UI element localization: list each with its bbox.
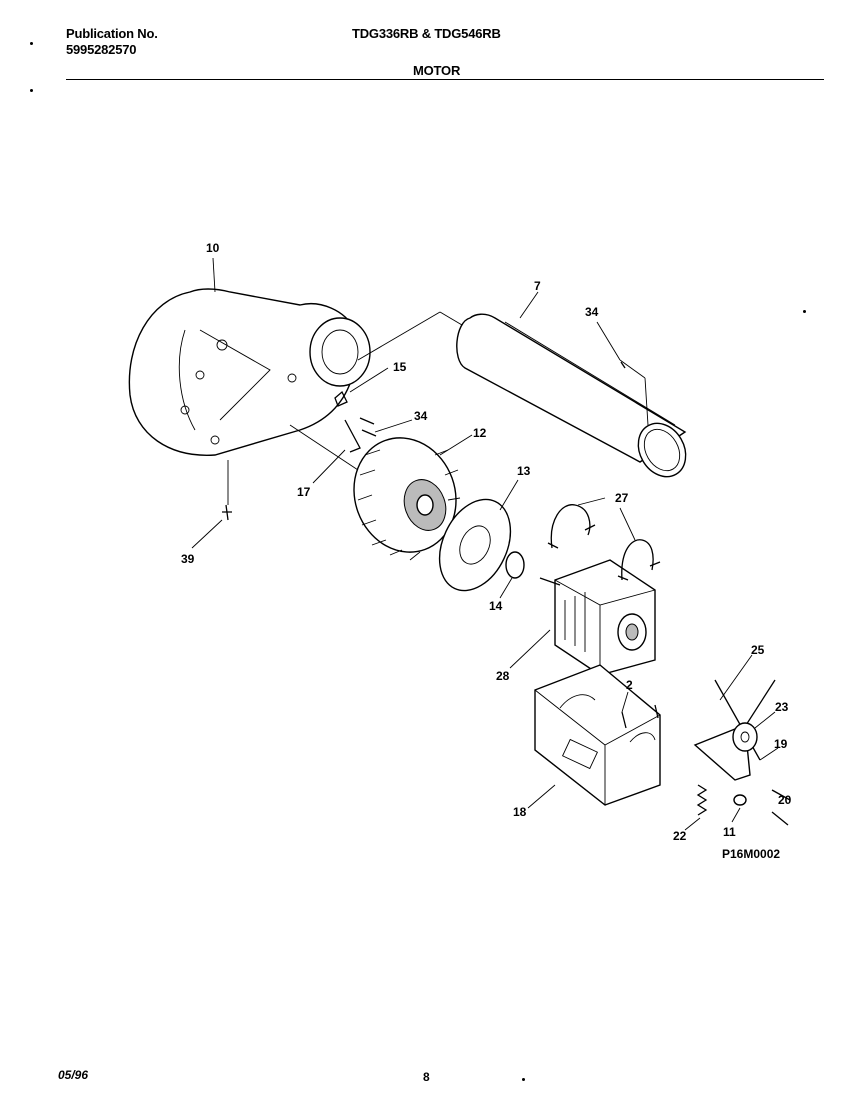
blower-housing	[128, 288, 371, 456]
footer-date: 05/96	[58, 1068, 89, 1082]
margin-dot	[30, 89, 33, 92]
publication-label: Publication No.	[66, 26, 158, 41]
idler-spring	[696, 784, 708, 816]
margin-dot	[803, 310, 806, 313]
page-number: 8	[423, 1070, 430, 1084]
callout-20: 20	[778, 793, 792, 807]
motor-clamps	[547, 504, 661, 581]
idler-assembly	[693, 679, 776, 781]
header-rule	[66, 79, 824, 80]
callout-27: 27	[615, 491, 629, 505]
callout-39: 39	[181, 552, 195, 566]
bearing	[505, 551, 525, 579]
callout-14: 14	[489, 599, 503, 613]
callout-12: 12	[473, 426, 487, 440]
section-title: MOTOR	[413, 63, 461, 78]
callout-34a: 34	[585, 305, 599, 319]
wheel-plate	[438, 498, 512, 592]
margin-dot	[30, 42, 33, 45]
callout-23: 23	[775, 700, 789, 714]
callout-11: 11	[723, 825, 736, 839]
callout-2: 2	[626, 678, 633, 692]
callout-10: 10	[206, 241, 220, 255]
callout-13: 13	[517, 464, 531, 478]
callout-34b: 34	[414, 409, 428, 423]
hardware	[222, 361, 791, 826]
callout-22: 22	[673, 829, 687, 843]
exhaust-duct	[456, 313, 687, 478]
callout-7: 7	[534, 279, 541, 293]
callout-18: 18	[513, 805, 527, 819]
callout-19: 19	[774, 737, 788, 751]
model-numbers: TDG336RB & TDG546RB	[352, 26, 501, 41]
publication-number: 5995282570	[66, 42, 137, 57]
margin-dot	[522, 1078, 525, 1081]
figure-code: P16M0002	[722, 847, 780, 861]
blower-wheel	[353, 437, 461, 561]
motor	[539, 559, 656, 676]
callout-25: 25	[751, 643, 765, 657]
callout-28: 28	[496, 669, 510, 683]
callout-17: 17	[297, 485, 311, 499]
motor-mount	[534, 664, 661, 806]
callout-15: 15	[393, 360, 407, 374]
leader-lines	[191, 257, 779, 831]
